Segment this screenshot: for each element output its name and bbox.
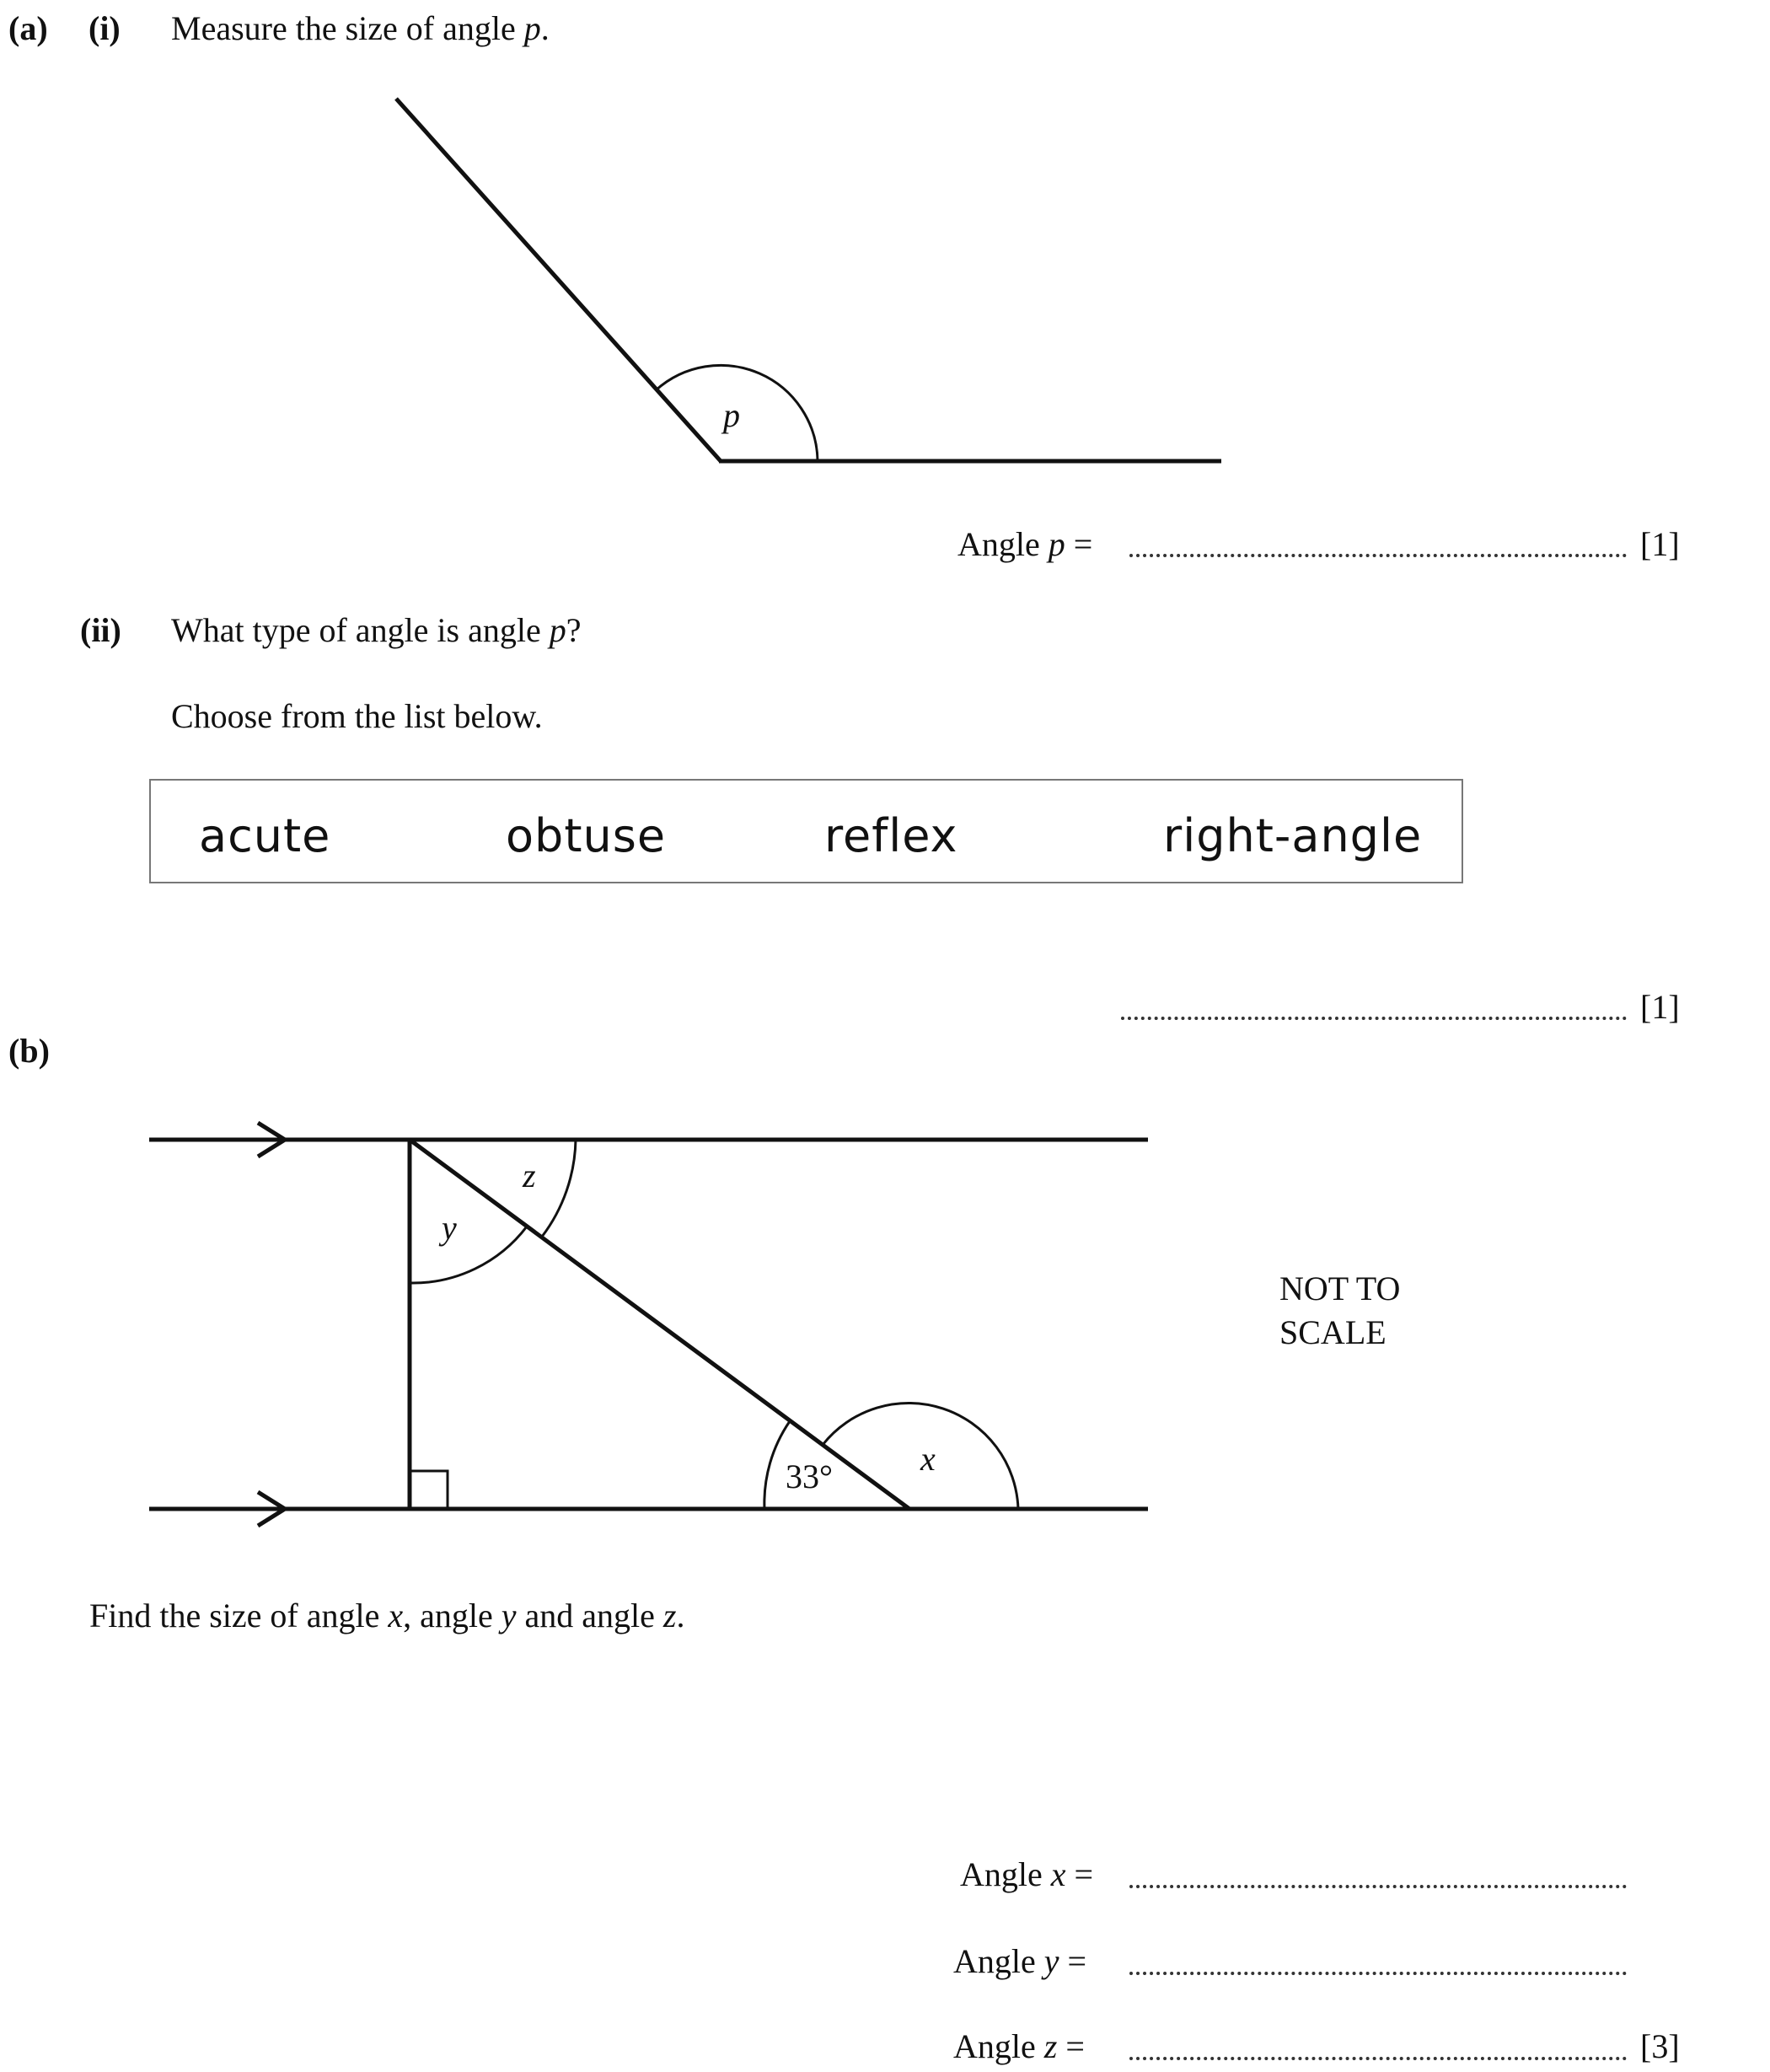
angle-33-arc [763, 1420, 791, 1510]
choice-acute: acute [199, 809, 331, 862]
not-to-scale-line1: NOT TO [1279, 1270, 1401, 1307]
part-a-i-label: (i) [88, 9, 121, 47]
angle-y-arc [409, 1226, 528, 1285]
answer-z-field[interactable] [1129, 2057, 1627, 2060]
part-b-question: Find the size of angle x, angle y and an… [89, 1597, 685, 1635]
angle-x-label: x [920, 1440, 936, 1478]
part-a-ii-label: (ii) [80, 611, 121, 649]
angle-x-arc [821, 1402, 1020, 1510]
answer-y-field[interactable] [1129, 1972, 1627, 1975]
right-angle-marker [408, 1469, 449, 1511]
transversal-line [408, 1137, 911, 1511]
angle-z-label: z [522, 1157, 536, 1194]
angle-z-arc [540, 1139, 577, 1237]
answer-y-label: Angle y = [953, 1942, 1087, 1980]
part-a-i-question: Measure the size of angle p. [171, 9, 550, 47]
answer-x-field[interactable] [1129, 1885, 1627, 1888]
marks-a-i: [1] [1640, 525, 1680, 563]
part-a-ii-question: What type of angle is angle p? [171, 611, 582, 649]
choice-right-angle: right-angle [1163, 809, 1423, 862]
answer-z-label: Angle z = [953, 2027, 1085, 2065]
marks-b: [3] [1640, 2027, 1680, 2065]
marks-a-ii: [1] [1640, 988, 1680, 1026]
part-a-ii-instruction: Choose from the list below. [171, 697, 543, 735]
angle-p-label: p [721, 396, 740, 434]
bottom-arrow-icon [256, 1490, 289, 1528]
angle-y-label: y [438, 1209, 457, 1247]
angle-p-arm-slanted [394, 97, 722, 463]
answer-angle-type-field[interactable] [1121, 1017, 1627, 1020]
answer-x-label: Angle x = [960, 1855, 1094, 1893]
part-a-label: (a) [8, 9, 48, 47]
answer-p-label: Angle p = [957, 525, 1093, 563]
answer-p-field[interactable] [1129, 554, 1627, 557]
angle-33-label: 33° [786, 1457, 833, 1495]
not-to-scale-line2: SCALE [1279, 1313, 1386, 1351]
part-b-label: (b) [8, 1032, 50, 1070]
top-arrow-icon [256, 1120, 289, 1159]
angle-type-choices: acute obtuse reflex right-angle [149, 779, 1463, 883]
choice-reflex: reflex [824, 809, 958, 862]
angle-p-arc [654, 363, 819, 462]
choice-obtuse: obtuse [506, 809, 667, 862]
